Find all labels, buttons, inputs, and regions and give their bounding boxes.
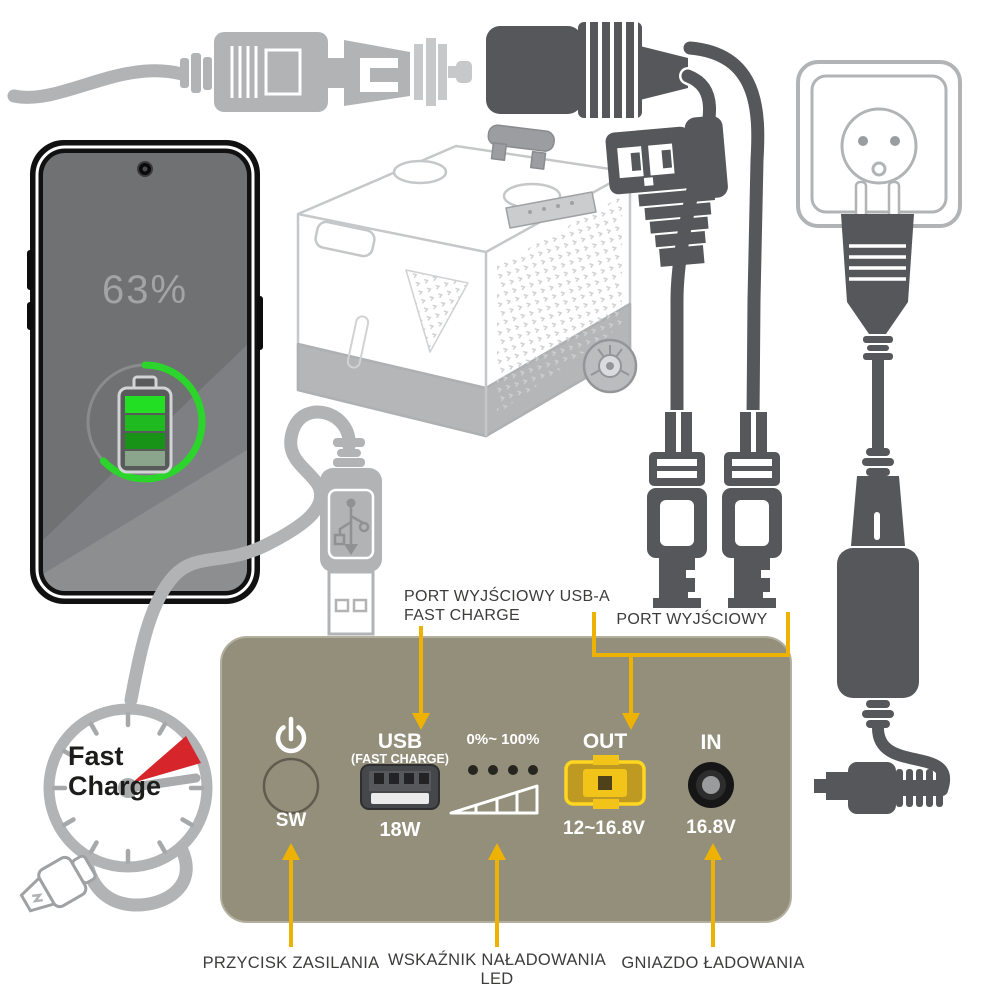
gauge-needle-red-wedge bbox=[132, 736, 201, 783]
led-dots bbox=[468, 765, 538, 775]
annotation-led-indicator-line2: LED bbox=[480, 970, 514, 988]
gauge-needle bbox=[123, 773, 201, 793]
wall-socket-icon bbox=[796, 60, 962, 228]
car-charger-plug-icon bbox=[7, 32, 472, 112]
out-voltage-label: 12~16.8V bbox=[563, 818, 645, 839]
cooler-handle bbox=[487, 124, 555, 170]
power-button bbox=[262, 757, 320, 815]
annotation-charging-socket: GNIAZDO ŁADOWANIA bbox=[621, 954, 805, 972]
annotation-led-indicator-line1: WSKAŹNIK NAŁADOWANIA bbox=[387, 951, 607, 969]
in-jack bbox=[688, 762, 734, 808]
usb-port bbox=[360, 764, 440, 810]
output-connector-left-icon bbox=[647, 410, 707, 608]
micro-usb-connector-icon bbox=[19, 854, 97, 913]
callout-line-led bbox=[495, 859, 499, 947]
ac-adapter-icon bbox=[837, 448, 951, 796]
usb-fastcharge-sublabel: (FAST CHARGE) bbox=[351, 752, 449, 766]
usb-a-connector-icon bbox=[320, 438, 382, 636]
dc-barrel-plug-icon bbox=[814, 762, 943, 814]
cooler-wheel-icon bbox=[582, 338, 638, 394]
callout-line-power-button bbox=[289, 859, 293, 947]
output-connector-right-icon bbox=[722, 410, 782, 608]
led-range-label: 0%~ 100% bbox=[466, 731, 540, 748]
out-label: OUT bbox=[582, 730, 628, 753]
power-icon bbox=[275, 716, 307, 754]
usb-wattage-label: 18W bbox=[379, 819, 421, 841]
callout-line-usb bbox=[419, 626, 423, 714]
led-ramp-icon bbox=[449, 784, 539, 815]
battery-icon bbox=[117, 375, 173, 474]
eu-plug-icon bbox=[841, 180, 914, 450]
annotation-power-button: PRZYCISK ZASILANIA bbox=[202, 954, 380, 972]
charging-cable-tail bbox=[81, 843, 193, 912]
callout-arrowhead-charging-socket bbox=[704, 843, 722, 860]
annotation-usb-port-line1: PORT WYJŚCIOWY USB-A bbox=[404, 588, 611, 605]
charge-ring bbox=[84, 361, 206, 483]
usb-trident-icon bbox=[333, 498, 370, 555]
in-label: IN bbox=[700, 731, 722, 754]
callout-line-charging-socket bbox=[711, 859, 715, 947]
cigarette-lighter-socket-icon bbox=[486, 22, 688, 118]
out-port bbox=[564, 755, 646, 809]
callout-bracket-left bbox=[592, 612, 596, 657]
charging-cable bbox=[124, 405, 356, 707]
usb-label: USB bbox=[377, 730, 423, 753]
fast-charge-gauge-icon bbox=[43, 703, 213, 873]
two-pin-connector-icon bbox=[605, 115, 728, 267]
annotation-usb-port-line2: FAST CHARGE bbox=[404, 607, 520, 624]
phone-battery-percent: 63% bbox=[101, 268, 189, 312]
callout-arrowhead-out bbox=[622, 713, 640, 730]
phone-illustration bbox=[27, 140, 263, 604]
sw-label: SW bbox=[275, 810, 307, 831]
cooler-illustration bbox=[296, 124, 638, 438]
callout-arrowhead-power-button bbox=[282, 843, 300, 860]
annotation-out-port: PORT WYJŚCIOWY bbox=[616, 611, 768, 628]
in-voltage-label: 16.8V bbox=[686, 817, 736, 838]
callout-bracket-bottom bbox=[592, 653, 790, 657]
control-panel bbox=[220, 636, 792, 923]
gauge-label-charge: Charge bbox=[68, 771, 162, 801]
callout-arrowhead-led bbox=[488, 843, 506, 860]
callout-arrowhead-usb bbox=[412, 713, 430, 730]
callout-bracket-right bbox=[786, 612, 790, 657]
callout-line-out bbox=[629, 655, 633, 714]
gauge-label-fast: Fast bbox=[68, 741, 124, 771]
